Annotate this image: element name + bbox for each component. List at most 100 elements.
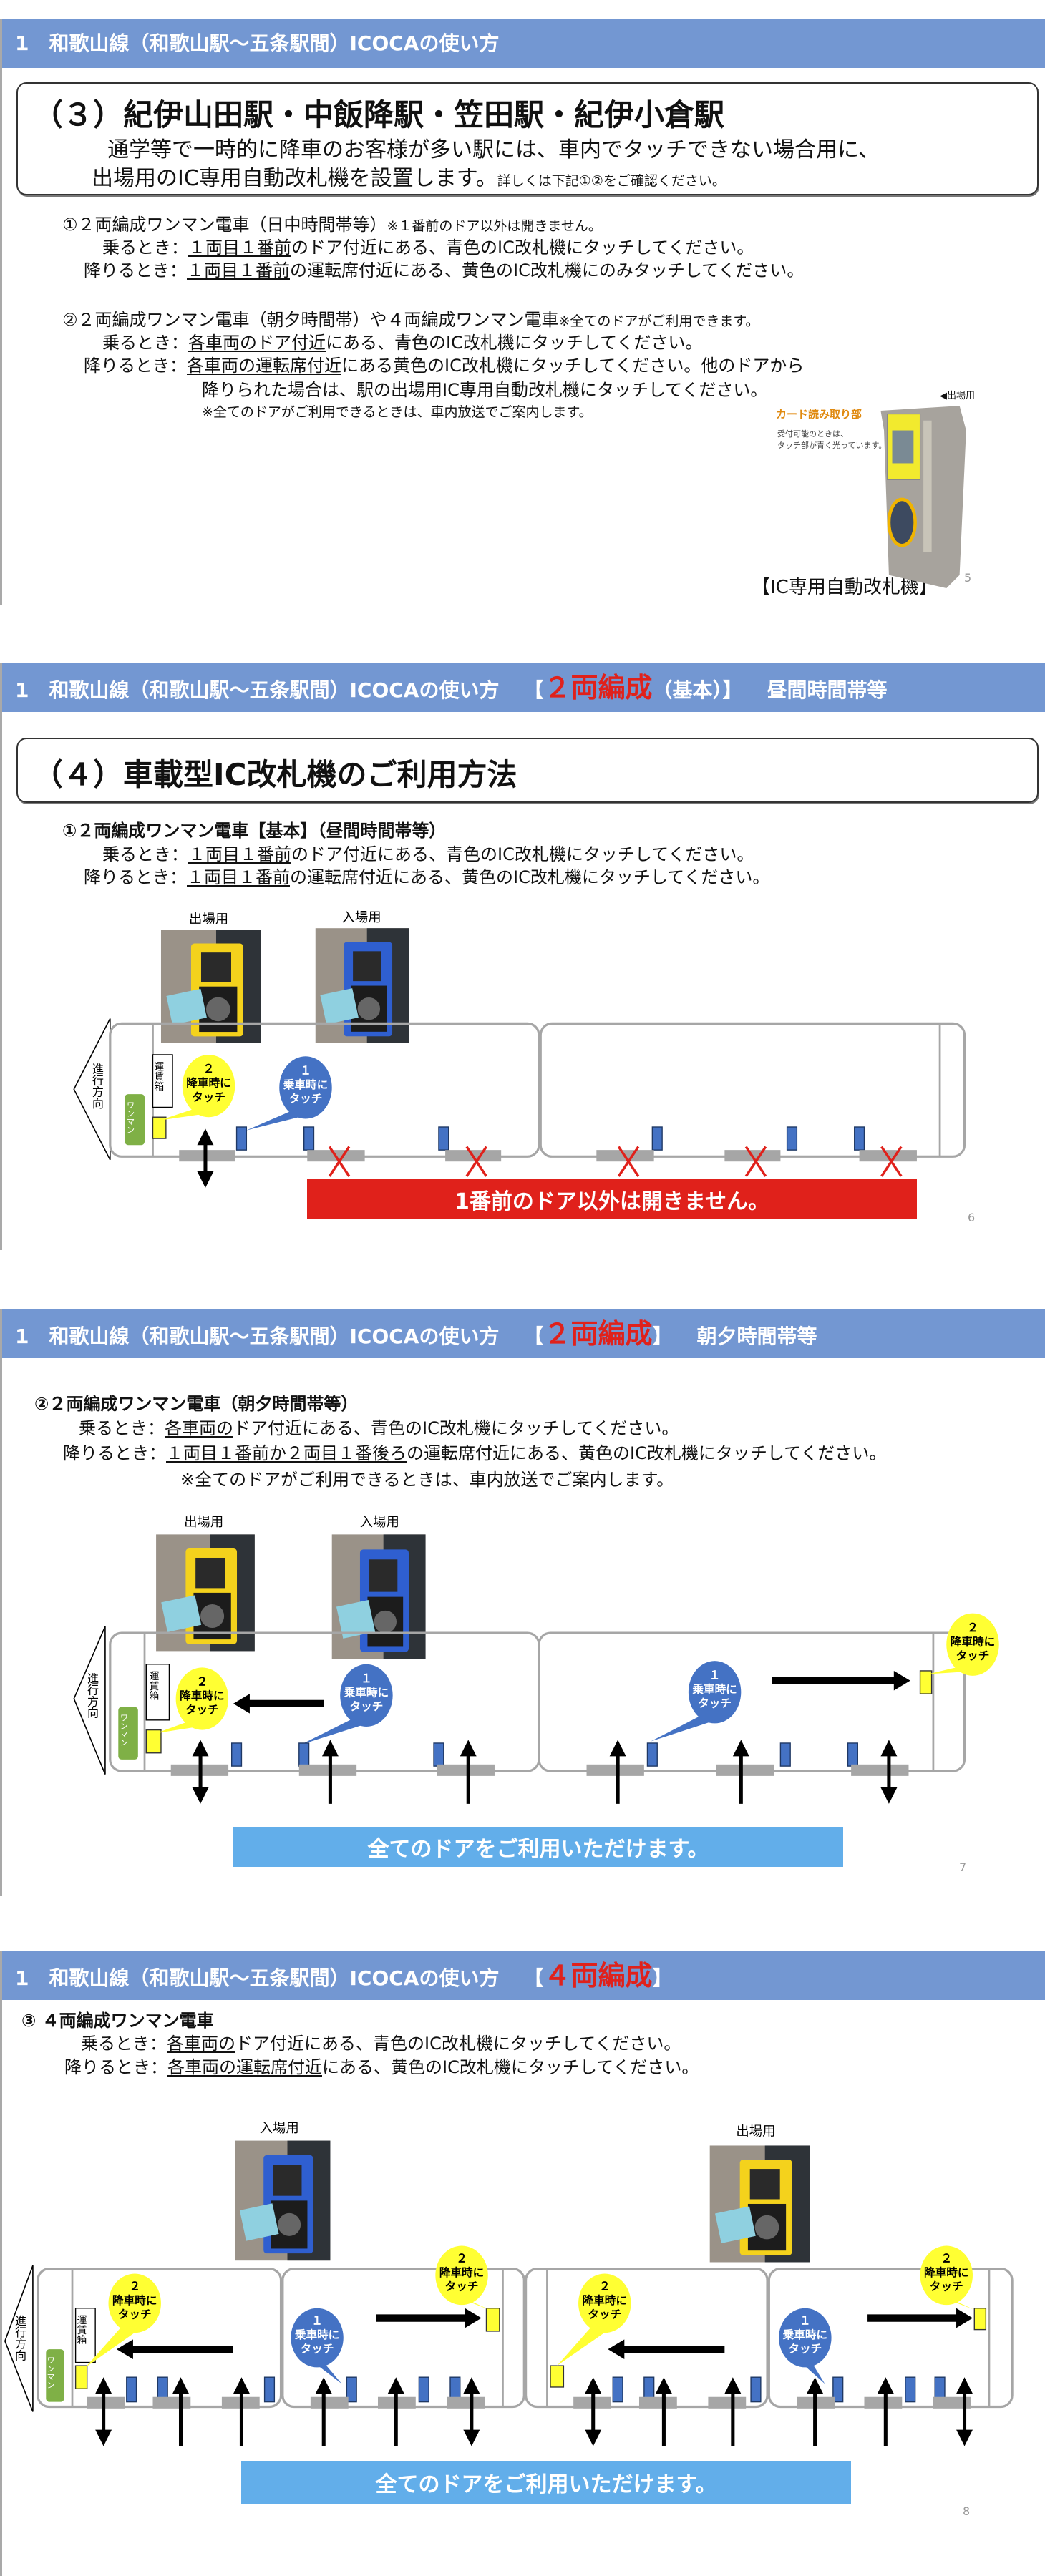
door (596, 1150, 654, 1162)
text: にある、黄色のIC改札機にタッチしてください。 (322, 2057, 699, 2077)
entry-reader-label: 入場用 (360, 1515, 399, 1530)
emphasis: １両目１番前か２両目１番後ろ (166, 1443, 407, 1463)
entry-bubble-tail (651, 1713, 721, 1742)
reader-frame (185, 1548, 238, 1644)
entry-ic-reader (263, 2376, 276, 2403)
fare-box-label: 運賃箱 (147, 1671, 159, 1701)
arrow-head (732, 1740, 749, 1757)
arrow-head (116, 2339, 133, 2359)
photo-machine (287, 2140, 331, 2261)
text: のドア付近にある、青色のIC改札機にタッチしてください。 (291, 238, 754, 258)
text: にある黄色のIC改札機にタッチしてください。他のドアから (341, 356, 805, 376)
label: 乗るとき： (102, 844, 188, 864)
exit-bubble-tail (557, 2323, 611, 2366)
entry-ic-reader (298, 1742, 310, 1767)
reader-panel (747, 2203, 787, 2251)
exit-bubble-text: タッチ (956, 1649, 990, 1662)
machine-body (880, 406, 966, 588)
arrow-head (465, 2308, 482, 2328)
exit-reader-photo (709, 2145, 810, 2263)
direction-label: 進行方向 (85, 1672, 99, 1718)
text: の運転席付近にある、黄色のIC改札機にのみタッチしてください。 (290, 260, 805, 280)
alighting-instruction: 降りるとき：１両目１番前か２両目１番後ろの運転席付近にある、黄色のIC改札機にタ… (63, 1439, 886, 1464)
alighting-instruction: 降りるとき：各車両の運転席付近にある、黄色のIC改札機にタッチしてください。 (64, 2053, 699, 2078)
door (586, 1764, 644, 1776)
header-suffix: 】 (652, 1324, 673, 1348)
entry-bubble-text: タッチ (289, 1093, 323, 1106)
door (87, 2396, 125, 2409)
boarding-instruction: 乗るとき：各車両のドア付近にある、青色のIC改札機にタッチしてください。 (102, 328, 702, 353)
entry-bubble-text: タッチ (350, 1700, 384, 1713)
label: 乗るとき： (79, 1418, 165, 1438)
train-car (281, 2268, 525, 2409)
fare-box-label-text: 運賃箱 (74, 2315, 87, 2345)
arrow-head (321, 1740, 339, 1757)
direction-arrow-icon (73, 1018, 111, 1161)
reader-touch (278, 2212, 301, 2236)
photo-bg (235, 2140, 331, 2261)
machine-touch-area (887, 497, 917, 547)
doors-closed-banner: 1番前のドア以外は開きません。 (307, 1179, 917, 1219)
intro-text: 出場用のIC専用自動改札機を設置します。 (92, 166, 497, 191)
entry-bubble-tail (301, 1717, 374, 1745)
entry-bubble-text: １ (799, 2314, 811, 2328)
exit-bubble (108, 2273, 161, 2333)
photo-machine (366, 928, 409, 1043)
door (724, 1150, 781, 1162)
label: 降りるとき： (84, 356, 187, 376)
arrow-head (95, 2429, 112, 2446)
emphasis: 各車両の (167, 2034, 235, 2054)
header-highlight: ２両編成 (543, 672, 653, 703)
exit-ic-reader (973, 2308, 987, 2331)
entry-reader-label: 入場用 (341, 910, 381, 925)
door (179, 1150, 235, 1162)
door (573, 2396, 611, 2409)
slide-border (0, 663, 2, 1250)
photo-machine (215, 930, 261, 1043)
exit-bubble (182, 1054, 235, 1118)
reader-screen (273, 2165, 302, 2196)
exit-bubble-text: ２ (967, 1621, 978, 1634)
entry-ic-reader (643, 2376, 655, 2403)
exit-bubble (435, 2245, 488, 2306)
entry-bubble-text: 乗車時に (783, 2328, 827, 2341)
exit-bubble-text: 降車時に (924, 2265, 968, 2279)
fare-box-label: 運賃箱 (74, 2315, 87, 2345)
oneman-sign (125, 1094, 145, 1146)
bracket: 【 (523, 678, 544, 702)
arrow-head (880, 1787, 898, 1804)
slide-header: 1 和歌山線（和歌山駅～五条駅間）ICOCAの使い方【２両編成】朝夕時間帯等 (2, 1309, 1045, 1358)
entry-bubble-text: タッチ (788, 2343, 822, 2356)
section-title-box (16, 738, 1039, 803)
emphasis: 各車両の (165, 1418, 233, 1438)
fare-box (145, 1664, 170, 1721)
entry-ic-reader (905, 2376, 916, 2403)
entry-ic-reader (750, 2376, 762, 2403)
text: ドア付近にある、青色のIC改札機にタッチしてください。 (233, 1418, 679, 1438)
fare-box-label-text: 運賃箱 (152, 1061, 164, 1091)
arrow-head (956, 2308, 973, 2328)
label: 降りるとき： (64, 2057, 167, 2077)
photo-bg (160, 930, 261, 1043)
ic-card (161, 1595, 202, 1632)
entry-ic-reader (438, 1126, 449, 1151)
entry-bubble (340, 1664, 393, 1727)
all-doors-banner: 全てのドアをご利用いただけます。 (233, 1827, 843, 1867)
entry-bubble-text: タッチ (301, 2343, 334, 2356)
item-note: ※１番前のドア以外は開きません。 (387, 218, 602, 234)
item-title: ①２両編成ワンマン電車【基本】（昼間時間帯等） (62, 821, 447, 841)
text: の運転席付近にある、黄色のIC改札機にタッチしてください。 (407, 1443, 887, 1463)
label: 乗るとき： (102, 333, 188, 353)
exit-bubble-text: 降車時に (112, 2293, 157, 2307)
text: ドア付近にある、青色のIC改札機にタッチしてください。 (235, 2034, 681, 2054)
slide-header: 1 和歌山線（和歌山駅～五条駅間）ICOCAの使い方【４両編成】 (2, 1951, 1045, 2000)
exit-bubble-text: ２ (940, 2251, 952, 2265)
header-highlight: ４両編成 (543, 1960, 653, 1991)
reader-touch (374, 1610, 397, 1634)
arrow-head (315, 2377, 332, 2394)
train-car (37, 2268, 283, 2409)
emphasis: １両目１番前 (188, 238, 291, 258)
reader-frame (739, 2160, 792, 2255)
ic-card (320, 988, 359, 1025)
alighting-instruction: 降りるとき：１両目１番前の運転席付近にある、黄色のIC改札機にのみタッチしてくだ… (84, 256, 804, 281)
